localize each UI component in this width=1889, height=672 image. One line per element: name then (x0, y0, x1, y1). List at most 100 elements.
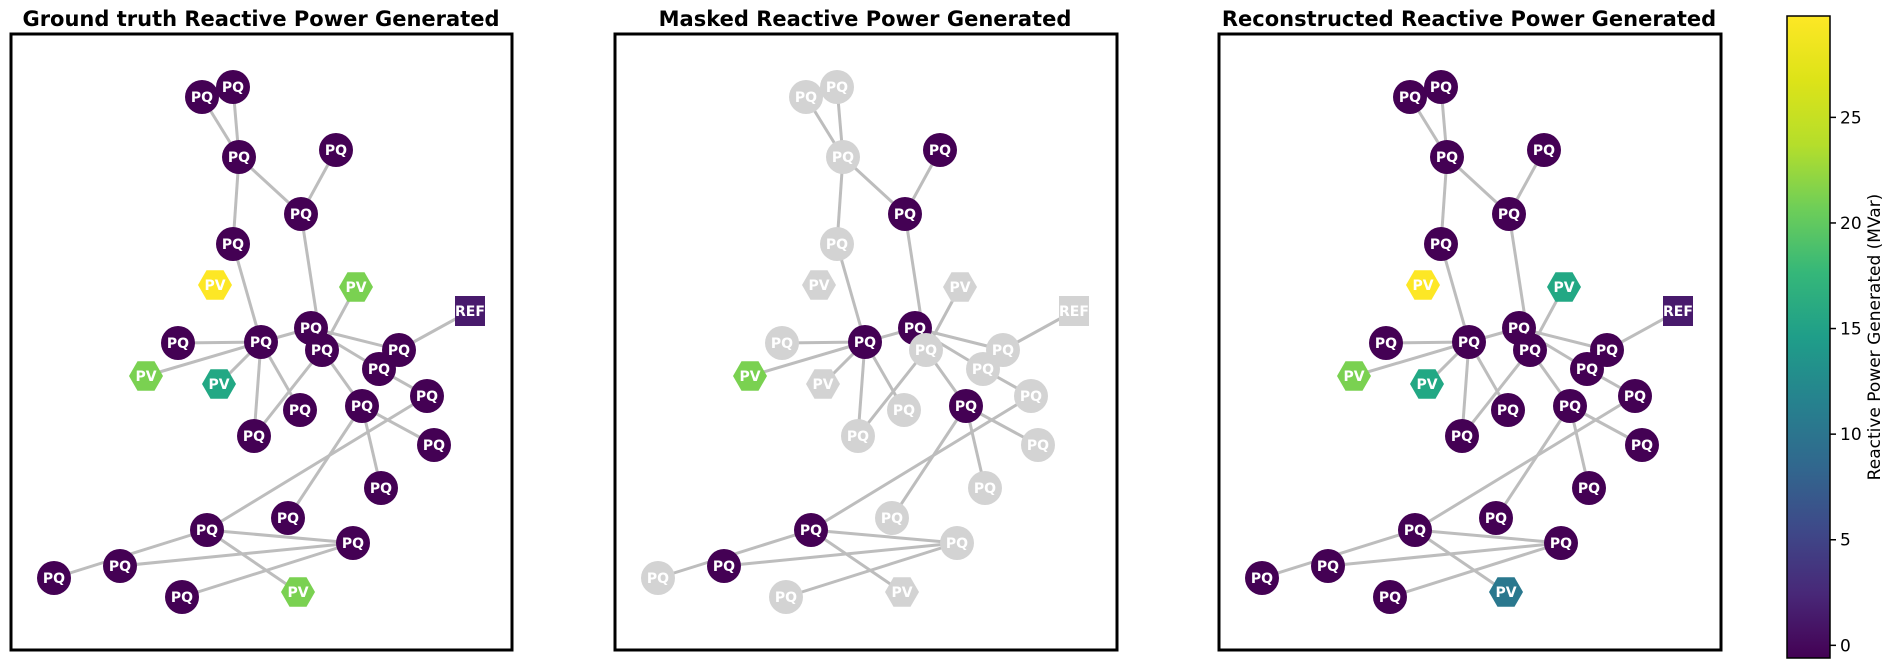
bus-node-pv: PV (339, 272, 373, 302)
graph-edge (1460, 349, 1532, 437)
bus-node-ref: REF (1663, 296, 1693, 326)
node-label: PQ (854, 335, 876, 351)
node-label: PQ (368, 362, 390, 378)
bus-node-pq: PQ (305, 333, 339, 367)
bus-node-pq: PQ (103, 549, 137, 583)
bus-node-pq: PQ (909, 333, 943, 367)
node-marker (198, 270, 232, 300)
node-label: PQ (1533, 143, 1555, 159)
bus-node-pv: PV (885, 577, 919, 607)
node-marker (165, 580, 199, 614)
bus-node-pq: PQ (1311, 549, 1345, 583)
node-label: PV (949, 280, 970, 296)
bus-node-pq: PQ (185, 80, 219, 114)
node-label: PQ (196, 523, 218, 539)
graph-edge (1414, 528, 1507, 594)
graph-edge (252, 349, 324, 437)
node-marker (1245, 561, 1279, 595)
node-label: PQ (243, 429, 265, 445)
bus-node-pq: PQ (1527, 133, 1561, 167)
bus-node-pq: PQ (1544, 526, 1578, 560)
node-marker (37, 561, 71, 595)
node-marker (769, 580, 803, 614)
bus-node-pq: PQ (1014, 379, 1048, 413)
colorbar-tick-label: 25 (1840, 108, 1862, 128)
graph-edge (890, 405, 968, 519)
node-marker (1373, 580, 1407, 614)
node-marker (103, 549, 137, 583)
bus-node-pq: PQ (283, 393, 317, 427)
node-marker (455, 296, 485, 326)
colorbar-tick-label: 10 (1840, 425, 1862, 445)
node-label: PQ (1497, 403, 1519, 419)
bus-node-pq: PQ (1553, 389, 1587, 423)
node-marker (909, 333, 943, 367)
graph-edge (1327, 541, 1562, 568)
node-label: PQ (1458, 335, 1480, 351)
node-marker (362, 352, 396, 386)
graph-edge (1414, 528, 1562, 545)
colorbar-tick-label: 20 (1840, 214, 1862, 234)
graph-edge (1414, 394, 1636, 532)
bus-node-pq: PQ (271, 501, 305, 535)
node-label: REF (1059, 304, 1089, 320)
bus-node-pq: PQ (820, 70, 854, 104)
bus-node-pq: PQ (794, 513, 828, 547)
node-marker (283, 393, 317, 427)
node-label: PQ (1430, 237, 1452, 253)
bus-node-pq: PQ (1445, 419, 1479, 453)
node-marker (1337, 361, 1371, 391)
node-marker (1544, 526, 1578, 560)
node-label: PQ (1317, 559, 1339, 575)
node-label: PQ (290, 207, 312, 223)
node-label: PQ (1379, 590, 1401, 606)
panel-frame (613, 32, 1119, 652)
bus-node-pq: PQ (190, 513, 224, 547)
node-label: PQ (250, 335, 272, 351)
bus-node-pq: PQ (319, 133, 353, 167)
bus-node-pq: PQ (1570, 352, 1604, 386)
node-marker (319, 133, 353, 167)
node-marker (417, 428, 451, 462)
node-label: PQ (771, 336, 793, 352)
node-marker (848, 325, 882, 359)
graph-edge (856, 349, 928, 437)
bus-node-pq: PQ (244, 325, 278, 359)
node-label: PV (1412, 278, 1433, 294)
node-marker (794, 513, 828, 547)
panel-frame (9, 32, 514, 652)
node-label: PQ (1430, 80, 1452, 96)
bus-node-pq: PQ (841, 419, 875, 453)
node-label: PQ (1020, 389, 1042, 405)
node-label: PQ (1519, 343, 1541, 359)
node-label: PQ (955, 399, 977, 415)
node-label: PV (1343, 369, 1364, 385)
bus-node-pq: PQ (765, 326, 799, 360)
node-label: PQ (43, 571, 65, 587)
node-marker (1452, 325, 1486, 359)
bus-node-pq: PQ (820, 227, 854, 261)
node-marker (1663, 296, 1693, 326)
node-marker (1410, 369, 1444, 399)
node-marker (923, 133, 957, 167)
node-label: PQ (1404, 523, 1426, 539)
bus-node-pv: PV (943, 272, 977, 302)
node-marker (885, 577, 919, 607)
graph-edge (810, 394, 1032, 532)
node-label: PQ (370, 481, 392, 497)
bus-node-pq: PQ (875, 501, 909, 535)
node-label: PQ (800, 523, 822, 539)
node-marker (1430, 140, 1464, 174)
node-marker (1398, 513, 1432, 547)
node-label: PV (1416, 377, 1437, 393)
node-label: PQ (881, 511, 903, 527)
graph-edge (206, 528, 354, 545)
node-label: PQ (894, 207, 916, 223)
bus-node-pq: PQ (1572, 471, 1606, 505)
graph-edge (206, 394, 428, 532)
bus-node-pq: PQ (362, 352, 396, 386)
bus-node-pv: PV (1489, 577, 1523, 607)
node-marker (202, 369, 236, 399)
node-label: PQ (826, 237, 848, 253)
